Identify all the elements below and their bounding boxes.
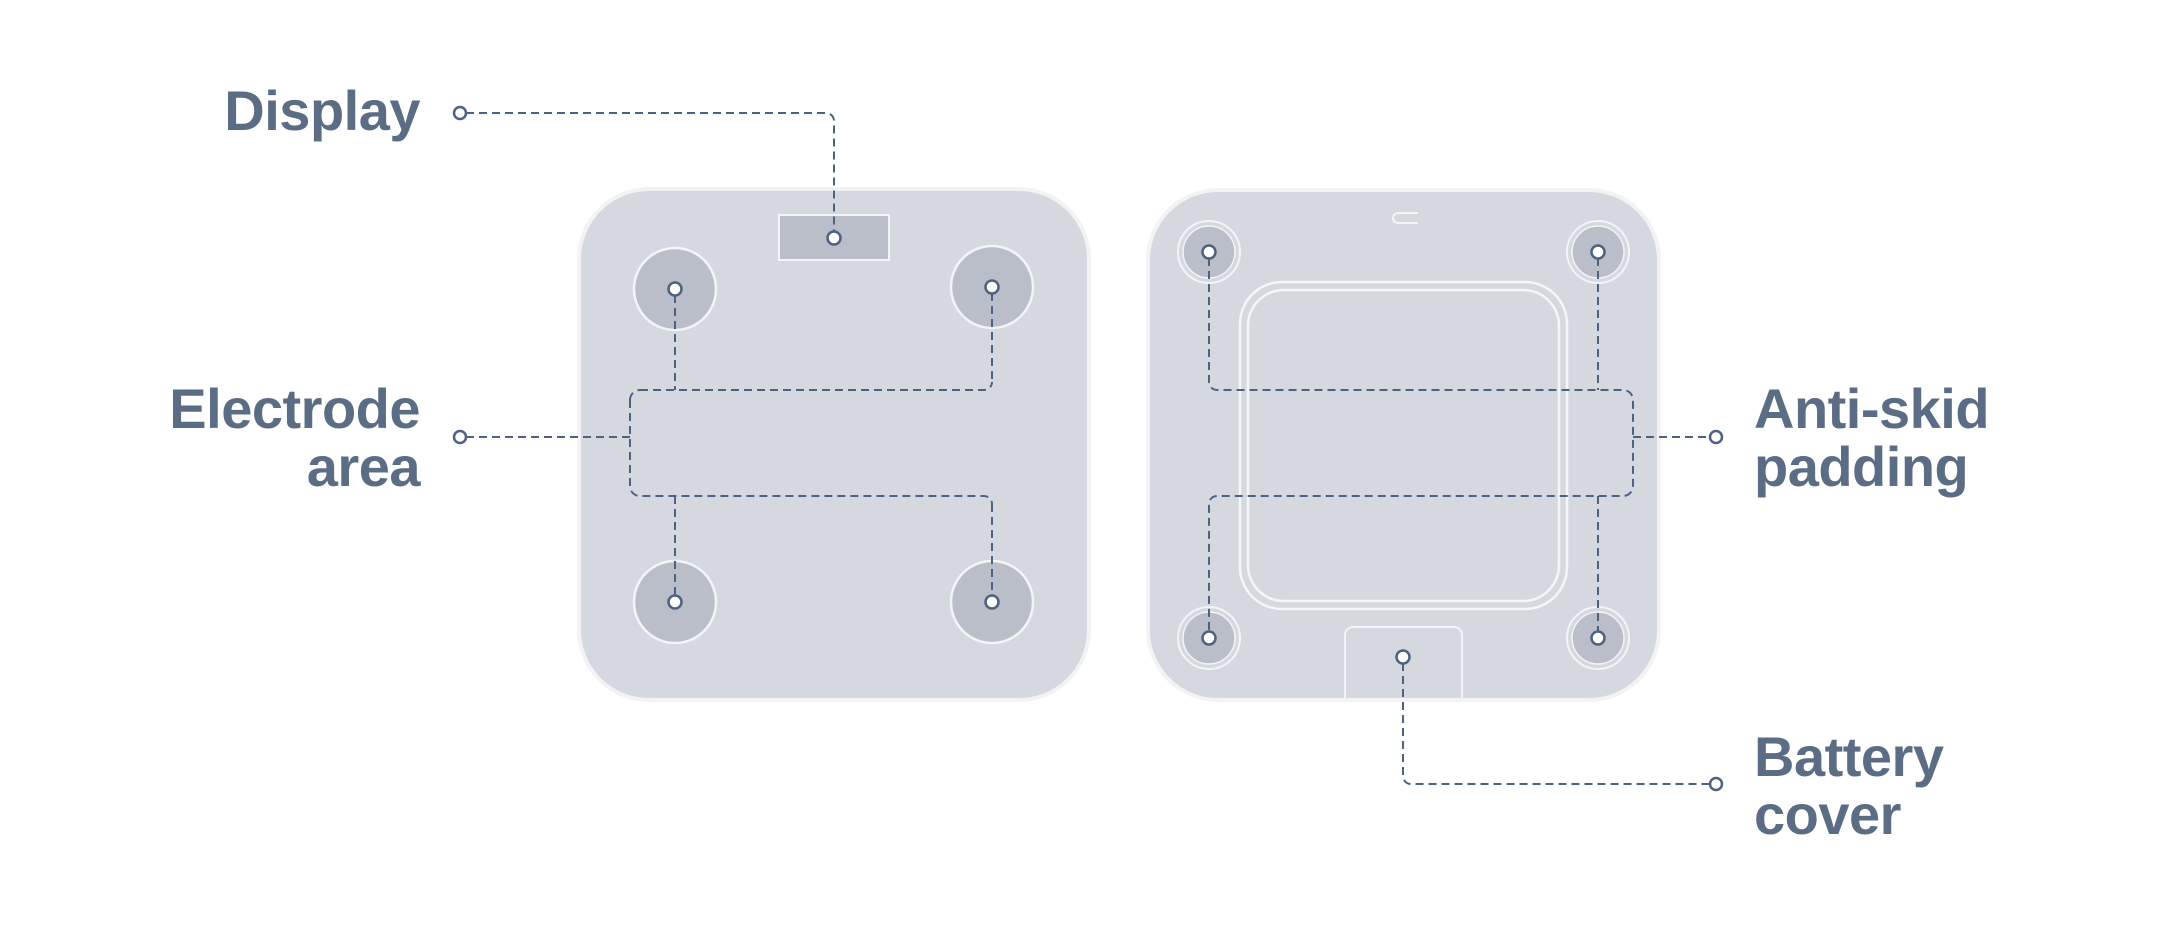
anti-skid-padding-label-line-2: padding: [1754, 435, 1969, 498]
display-label-dot: [452, 105, 468, 121]
electrode-label-dot: [452, 429, 468, 445]
display-label-line-1: Display: [224, 79, 420, 142]
callout-dots: [452, 105, 1724, 792]
anti-skid-padding-label: Anti-skid padding: [1754, 377, 1990, 498]
anti-skid-bl-dot: [1201, 630, 1217, 646]
anti-skid-area-box: [1208, 258, 1634, 632]
display-leader: [466, 112, 835, 231]
anti-skid-padding-label-line-1: Anti-skid: [1754, 377, 1990, 440]
electrode-area-label-line-1: Electrode: [169, 377, 420, 440]
anti-skid-tr-dot: [1590, 244, 1606, 260]
electrode-bl-dot: [667, 594, 683, 610]
electrode-br-dot: [984, 594, 1000, 610]
back-inner-recess: [1246, 288, 1561, 603]
display-label: Display: [224, 82, 420, 140]
electrode-area-box: [629, 381, 993, 505]
battery-cover-label: Battery cover: [1754, 725, 1944, 846]
back-scale-body: [1146, 188, 1661, 702]
back-inner-recess-outer: [1238, 280, 1569, 611]
electrode-tl-dot: [667, 281, 683, 297]
battery-leader: [1402, 663, 1710, 785]
battery-label-dot: [1708, 776, 1724, 792]
battery-cover-label-line-2: cover: [1754, 783, 1901, 846]
front-scale: [577, 187, 1091, 702]
battery-cover-outline: [1344, 626, 1463, 702]
electrode-area-label: Electrode area: [169, 380, 420, 496]
battery-target-dot: [1395, 649, 1411, 665]
slot-icon: [1392, 212, 1418, 224]
anti-skid-br-dot: [1590, 630, 1606, 646]
display-target-dot: [826, 230, 842, 246]
anti-skid-tl-dot: [1201, 244, 1217, 260]
back-scale: [1146, 188, 1661, 702]
battery-cover-label-line-1: Battery: [1754, 725, 1944, 788]
electrode-area-label-line-2: area: [306, 435, 421, 498]
leader-lines: [466, 112, 1710, 785]
anti-skid-feet: [1177, 220, 1630, 670]
anti-skid-label-dot: [1708, 429, 1724, 445]
electrode-tr-dot: [984, 279, 1000, 295]
